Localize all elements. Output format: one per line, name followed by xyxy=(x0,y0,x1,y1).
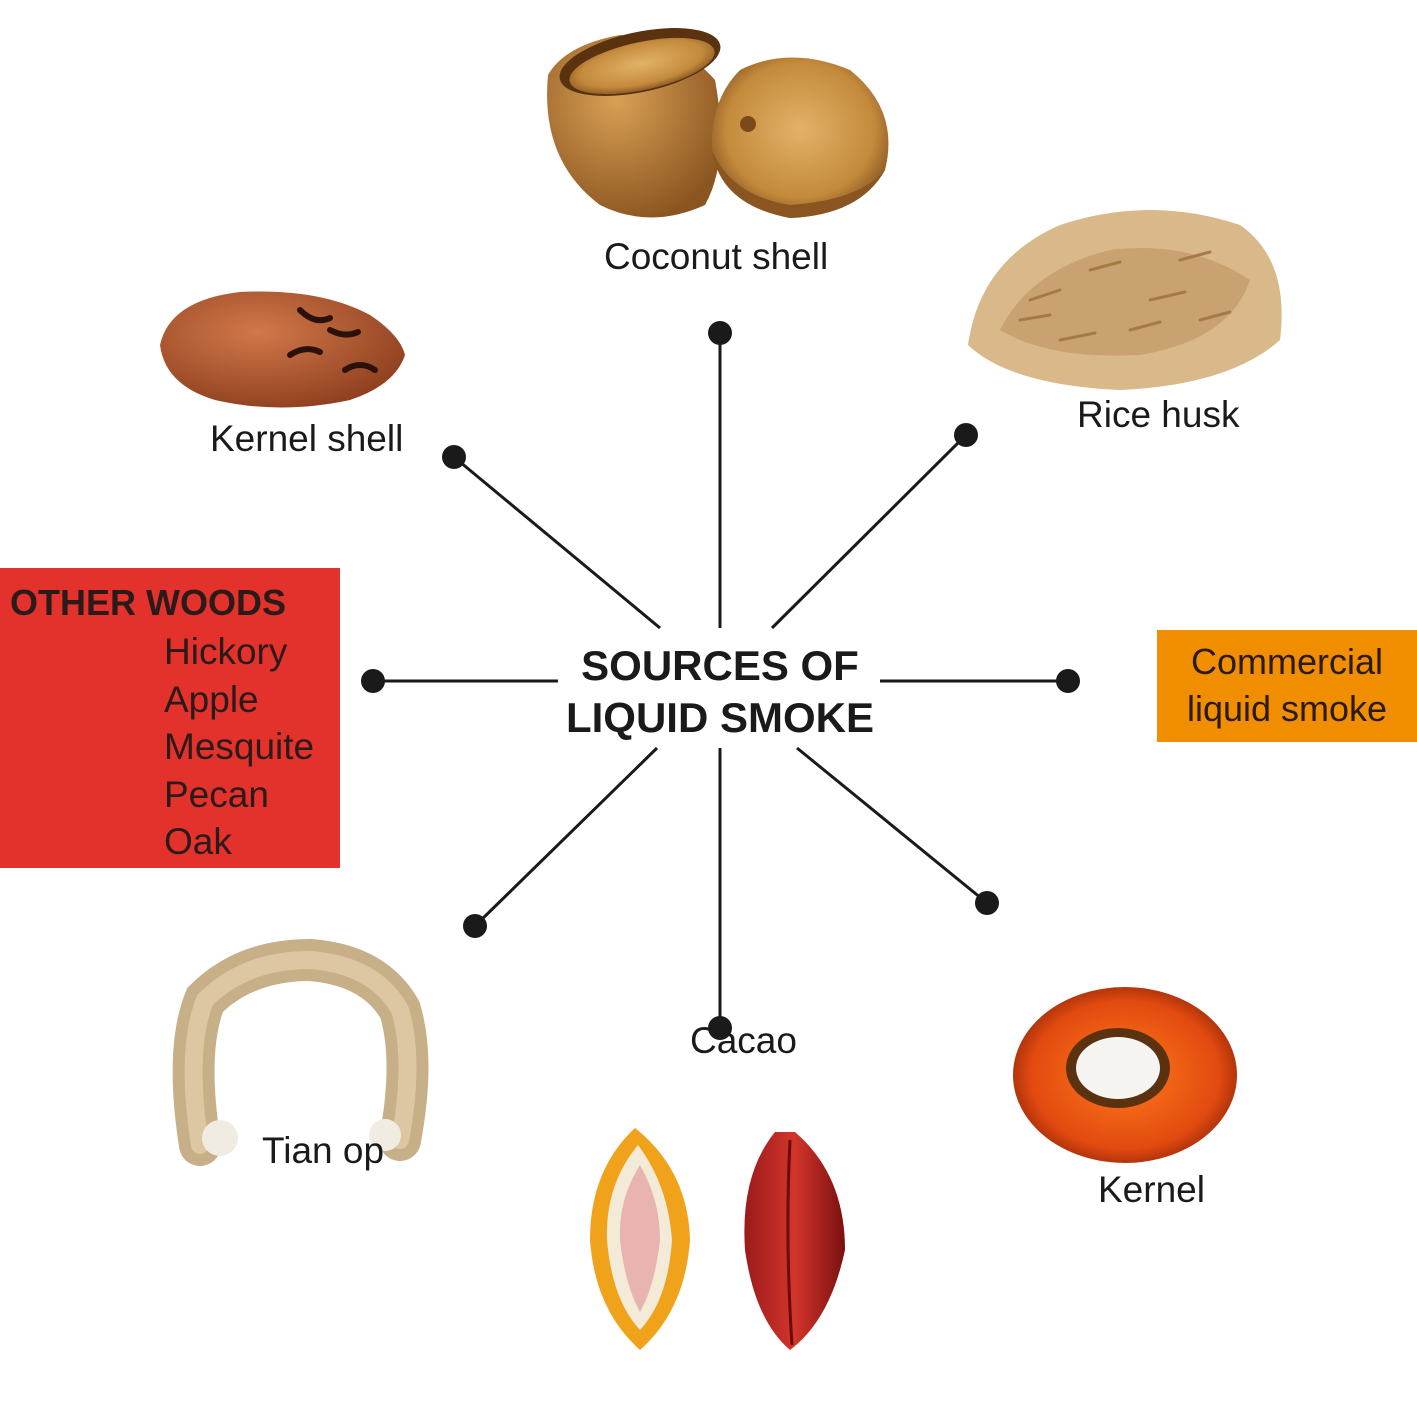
wood-item-mesquite: Mesquite xyxy=(164,726,315,767)
commercial-label: Commercial liquid smoke xyxy=(1157,638,1417,732)
connector-other-woods-dot xyxy=(361,669,385,693)
wood-item-pecan: Pecan xyxy=(164,773,269,815)
center-title: SOURCES OF LIQUID SMOKE xyxy=(540,640,900,744)
connector-coconut-shell-dot xyxy=(708,321,732,345)
connector-tian-op-dot xyxy=(463,914,487,938)
connector-kernel-shell-line xyxy=(453,455,661,630)
center-title-line2: LIQUID SMOKE xyxy=(565,694,874,741)
wood-item-apple: Apple xyxy=(164,678,259,720)
wood-item-hickory: Hickory xyxy=(164,631,288,672)
connector-cacao-dot xyxy=(708,1016,732,1040)
cacao-label: Cacao xyxy=(690,1020,797,1061)
connector-rice-husk-dot xyxy=(954,423,978,447)
other-woods-box xyxy=(0,568,340,868)
connector-kernel-line xyxy=(796,746,988,905)
kernel-shell-image xyxy=(160,291,405,408)
connector-commercial-dot xyxy=(1056,669,1080,693)
tian-op-image xyxy=(172,938,429,1166)
commercial-box xyxy=(1157,630,1417,742)
rice-husk-label: Rice husk xyxy=(1077,394,1240,435)
other-woods-title: OTHER WOODS xyxy=(10,582,286,623)
other-woods-list: Hickory Apple Mesquite Pecan Oak xyxy=(164,628,314,866)
rice-husk-image xyxy=(968,210,1282,390)
center-title-line1: SOURCES OF xyxy=(581,642,859,689)
connector-kernel-dot xyxy=(975,891,999,915)
coconut-shell-image xyxy=(547,28,889,218)
kernel-image xyxy=(1013,987,1237,1163)
coconut-shell-label: Coconut shell xyxy=(604,236,829,277)
connector-kernel-shell-dot xyxy=(442,445,466,469)
kernel-shell-label: Kernel shell xyxy=(210,418,404,459)
tian-op-label: Tian op xyxy=(262,1130,385,1171)
connector-rice-husk-line xyxy=(770,433,968,630)
connector-lines xyxy=(361,321,1080,1040)
kernel-label: Kernel xyxy=(1098,1169,1205,1210)
commercial-label-line2: liquid smoke xyxy=(1186,688,1388,729)
commercial-label-line1: Commercial xyxy=(1190,641,1384,682)
cacao-image xyxy=(590,1128,845,1350)
connector-tian-op-line xyxy=(473,746,659,928)
wood-item-oak: Oak xyxy=(164,821,232,862)
